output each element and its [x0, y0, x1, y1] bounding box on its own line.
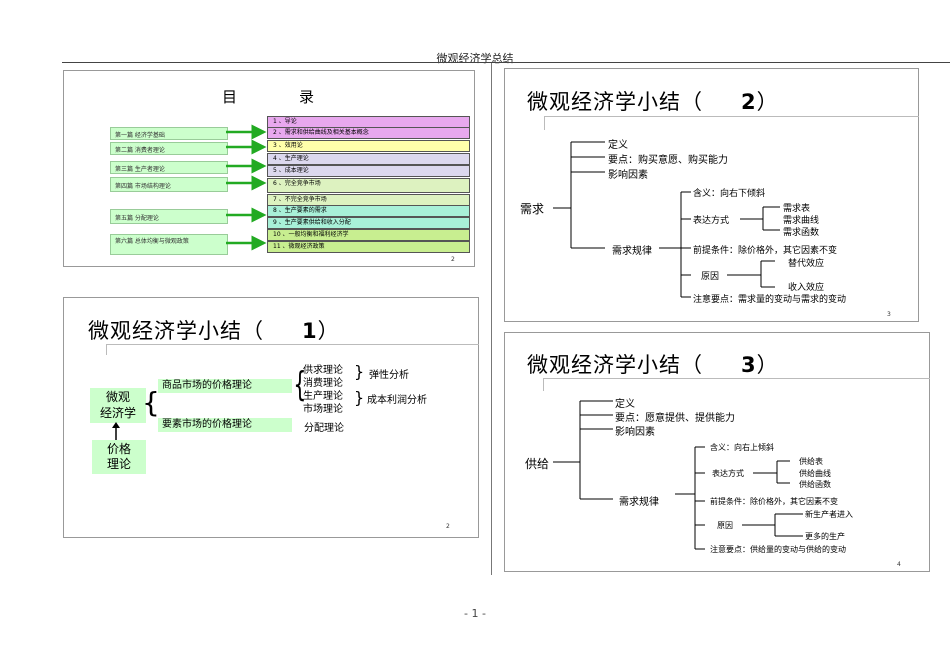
node-note: 注意要点：供给量的变动与供给的变动	[710, 545, 846, 554]
theory-consumption: 消费理论	[303, 378, 343, 389]
node-premise: 前提条件：除价格外，其它因素不变	[710, 497, 838, 506]
toc-chapter-3: 3 、效用论	[267, 140, 470, 152]
theory-production: 生产理论	[303, 391, 343, 402]
node-reason: 原因	[717, 521, 733, 530]
goods-market-box: 商品市场的价格理论	[158, 379, 292, 393]
node-meaning: 含义：向右上倾斜	[710, 443, 774, 452]
title-underline-box	[544, 116, 919, 130]
cost-profit-analysis: 成本利润分析	[367, 395, 427, 406]
theory-supply-demand: 供求理论	[303, 365, 343, 376]
node-expression: 表达方式	[712, 469, 744, 478]
brace-icon: {	[293, 365, 307, 405]
expr-function: 供给函数	[799, 480, 831, 489]
slide-toc: 目 录 第一篇 经济学基础 第二篇 消费者理论 第三篇 生产者理论 第四篇 市场…	[63, 70, 475, 267]
expr-curve: 供给曲线	[799, 469, 831, 478]
elasticity-analysis: 弹性分析	[369, 370, 409, 381]
slide-summary-2: 微观经济学小结（2） 需求 定义 要点：购买意	[504, 68, 919, 322]
root-box: 微观 经济学	[90, 388, 146, 423]
toc-part-6: 第六篇 总体均衡与微观政策	[110, 234, 228, 255]
slide3-tree-lines	[553, 400, 803, 550]
node-premise: 前提条件：除价格外，其它因素不变	[693, 246, 838, 256]
slide-title: 微观经济学小结（1）	[88, 319, 340, 343]
node-law: 需求规律	[612, 246, 652, 257]
node-meaning: 含义：向右下倾斜	[693, 189, 766, 199]
reason-more-production: 更多的生产	[805, 532, 845, 541]
page-number: 3	[887, 311, 891, 318]
toc-chapter-9: 9 、生产要素供给和收入分配	[267, 217, 470, 229]
reason-income: 收入效应	[788, 283, 825, 293]
toc-part-4: 第四篇 市场结构理论	[110, 177, 228, 192]
node-expression: 表达方式	[693, 216, 730, 226]
toc-part-5: 第五篇 分配理论	[110, 209, 228, 224]
toc-chapter-4: 4 、生产理论	[267, 153, 470, 165]
node-factors: 影响因素	[608, 170, 648, 181]
expr-table: 供给表	[799, 457, 823, 466]
title-underline-box	[106, 344, 479, 355]
toc-chapter-6: 6 、完全竞争市场	[267, 178, 470, 193]
reason-substitution: 替代效应	[788, 259, 825, 269]
brace-icon: }	[354, 388, 365, 407]
toc-arrows	[226, 124, 267, 251]
node-key-points: 要点：购买意愿、购买能力	[608, 155, 728, 166]
title-underline-box	[543, 378, 930, 391]
toc-chapter-11: 11 、微观经济政策	[267, 241, 470, 253]
slide-summary-3: 微观经济学小结（3） 供给 定义 要点：愿意提	[504, 332, 930, 572]
page-number: 2	[446, 523, 450, 530]
node-reason: 原因	[701, 272, 720, 282]
slide-title: 微观经济学小结（2）	[527, 90, 779, 114]
node-definition: 定义	[608, 140, 628, 151]
root-node: 供给	[525, 457, 550, 471]
slide-summary-1: 微观经济学小结（1） 微观 经济学 { 价格 理论 商品市场的价格理论 要素市场…	[63, 297, 479, 538]
toc-chapter-2: 2 、需求和供给曲线及相关基本概念	[267, 127, 470, 139]
toc-part-1: 第一篇 经济学基础	[110, 127, 228, 140]
page-header: 微观经济学总结	[436, 52, 514, 65]
node-note: 注意要点：需求量的变动与需求的变动	[693, 295, 847, 305]
reason-new-producers: 新生产者进入	[805, 510, 853, 519]
page-footer: - 1 -	[464, 607, 486, 620]
node-factors: 影响因素	[615, 427, 655, 438]
header-rule	[62, 62, 950, 63]
theory-distribution: 分配理论	[304, 423, 344, 434]
toc-title-left: 目	[222, 88, 238, 106]
brace-icon: }	[354, 362, 365, 381]
price-theory-box: 价格 理论	[92, 440, 146, 474]
expr-function: 需求函数	[783, 228, 820, 238]
node-key-points: 要点：愿意提供、提供能力	[615, 413, 735, 424]
toc-chapter-5: 5 、成本理论	[267, 165, 470, 177]
toc-part-3: 第三篇 生产者理论	[110, 161, 228, 174]
page-number: 4	[897, 561, 901, 568]
brace-icon: {	[142, 386, 160, 419]
expr-table: 需求表	[783, 204, 811, 214]
page-number: 2	[451, 256, 455, 263]
slide-title: 微观经济学小结（3）	[527, 353, 779, 377]
toc-chapter-10: 10 、一般均衡和福利经济学	[267, 229, 470, 241]
factor-market-box: 要素市场的价格理论	[158, 418, 292, 432]
toc-part-2: 第二篇 消费者理论	[110, 142, 228, 155]
toc-title-right: 录	[299, 88, 315, 106]
slide1-connectors	[112, 422, 120, 440]
slide2-tree-lines	[553, 141, 780, 298]
node-definition: 定义	[615, 399, 635, 410]
toc-chapter-8: 8 、生产要素的需求	[267, 205, 470, 217]
root-node: 需求	[520, 202, 545, 216]
node-law: 需求规律	[619, 497, 659, 508]
expr-curve: 需求曲线	[783, 216, 820, 226]
column-divider	[491, 63, 492, 575]
toc-chapter-list: 1 、导论 2 、需求和供给曲线及相关基本概念 3 、效用论 4 、生产理论 5…	[267, 116, 470, 254]
theory-market: 市场理论	[303, 404, 343, 415]
